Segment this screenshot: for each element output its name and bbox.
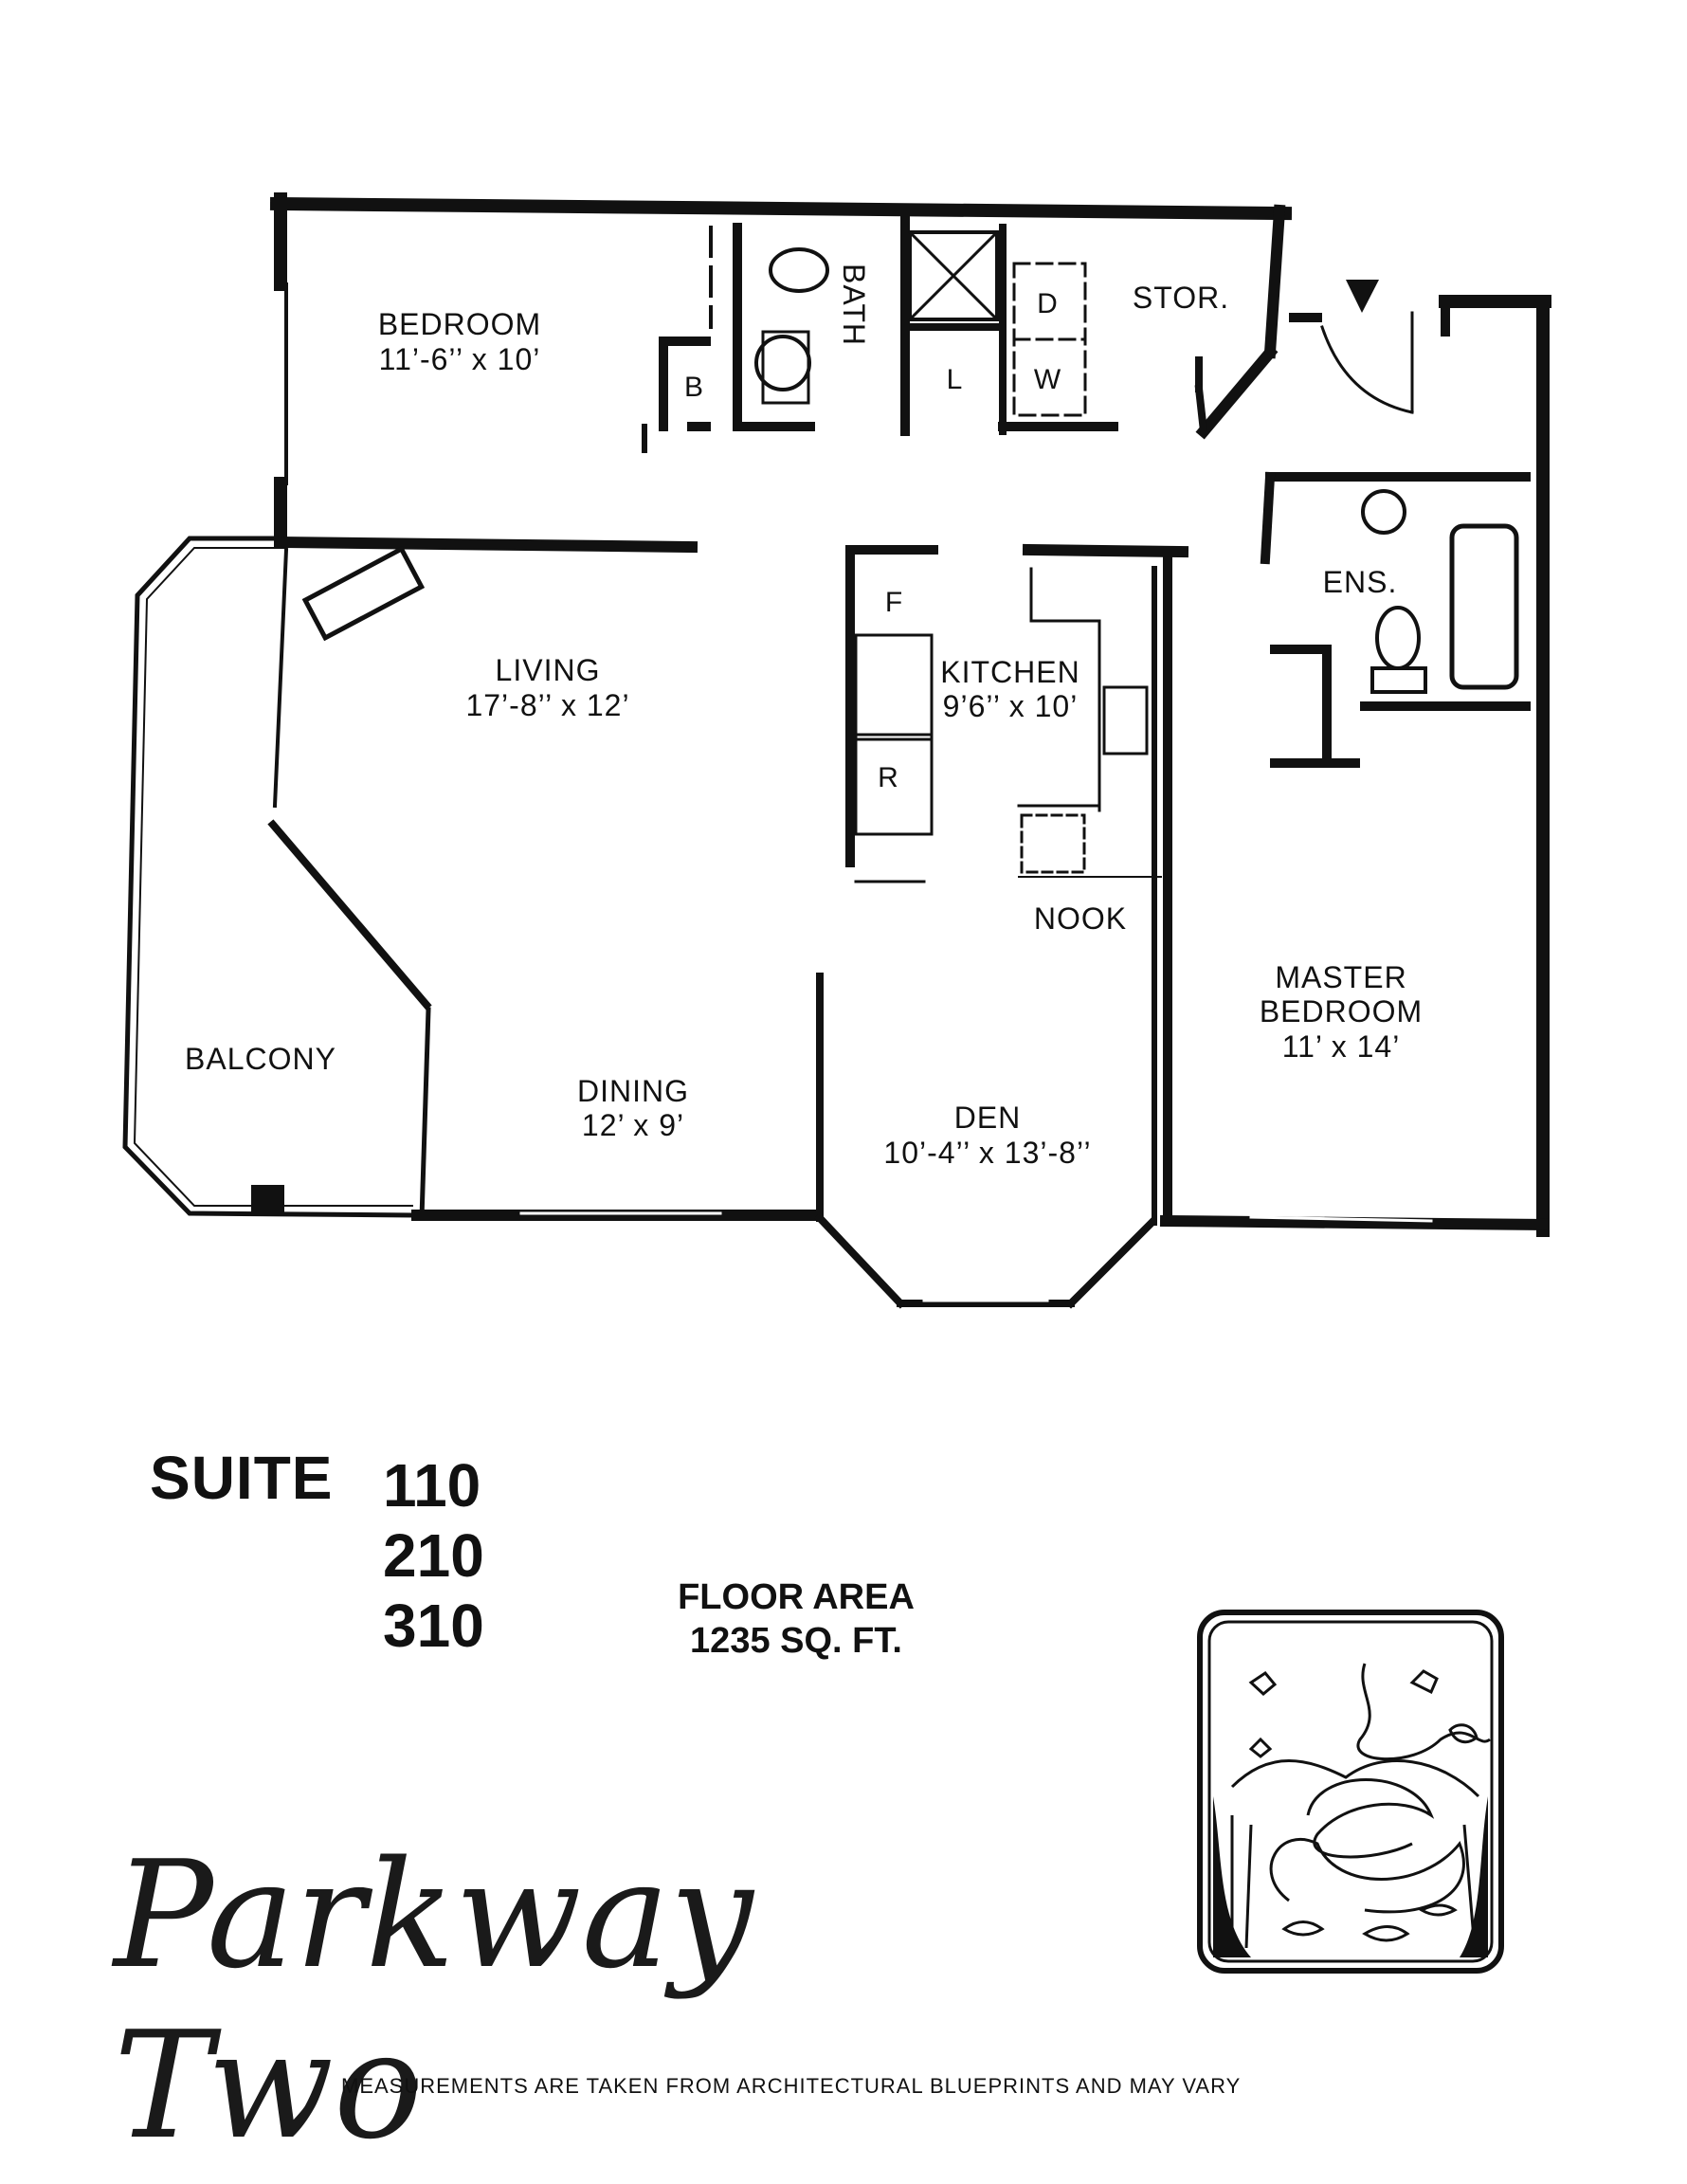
disclaimer: MEASUREMENTS ARE TAKEN FROM ARCHITECTURA…	[341, 2074, 1242, 2098]
living-label: LIVING	[496, 653, 601, 687]
bedroom-label: BEDROOM	[378, 307, 541, 341]
floor-plan: BEDROOM 11’-6’’ x 10’ BATH B L D W STOR.…	[122, 192, 1551, 1309]
ensuite-label: ENS.	[1323, 565, 1398, 599]
bedroom-size: 11’-6’’ x 10’	[379, 342, 541, 376]
kitchen-size: 9’6’’ x 10’	[943, 689, 1079, 723]
swan-logo-icon	[1197, 1610, 1504, 1974]
suite-number-1: 110	[383, 1451, 481, 1520]
kitchen-label: KITCHEN	[940, 655, 1079, 689]
den-label: DEN	[954, 1101, 1022, 1135]
nook-label: NOOK	[1034, 901, 1127, 936]
master-label: MASTER	[1275, 960, 1406, 994]
master-size: 11’ x 14’	[1282, 1029, 1401, 1064]
storage-label: STOR.	[1133, 281, 1229, 315]
brand-name: Parkway Two	[114, 1829, 753, 2172]
balcony-label: BALCONY	[185, 1042, 336, 1076]
suite-number-3: 310	[383, 1592, 484, 1660]
dining-label: DINING	[577, 1074, 689, 1108]
master-label-line2: BEDROOM	[1260, 994, 1423, 1028]
range-label: R	[878, 762, 898, 793]
laundry-l-label: L	[947, 364, 963, 395]
bath-label: BATH	[837, 264, 871, 346]
suite-number-2: 210	[383, 1521, 484, 1590]
dining-size: 12’ x 9’	[582, 1108, 684, 1142]
living-size: 17’-8’’ x 12’	[465, 688, 629, 722]
floor-area-label: FLOOR AREA	[678, 1577, 915, 1617]
closet-b-label: B	[684, 372, 703, 403]
floor-area: FLOOR AREA 1235 SQ. FT.	[654, 1575, 938, 1663]
den-size: 10’-4’’ x 13’-8’’	[883, 1136, 1091, 1170]
dryer-label: D	[1037, 288, 1058, 319]
fridge-label: F	[885, 587, 902, 618]
washer-label: W	[1034, 364, 1061, 395]
suite-label: SUITE	[150, 1444, 334, 1512]
floor-area-value: 1235 SQ. FT.	[690, 1621, 902, 1661]
